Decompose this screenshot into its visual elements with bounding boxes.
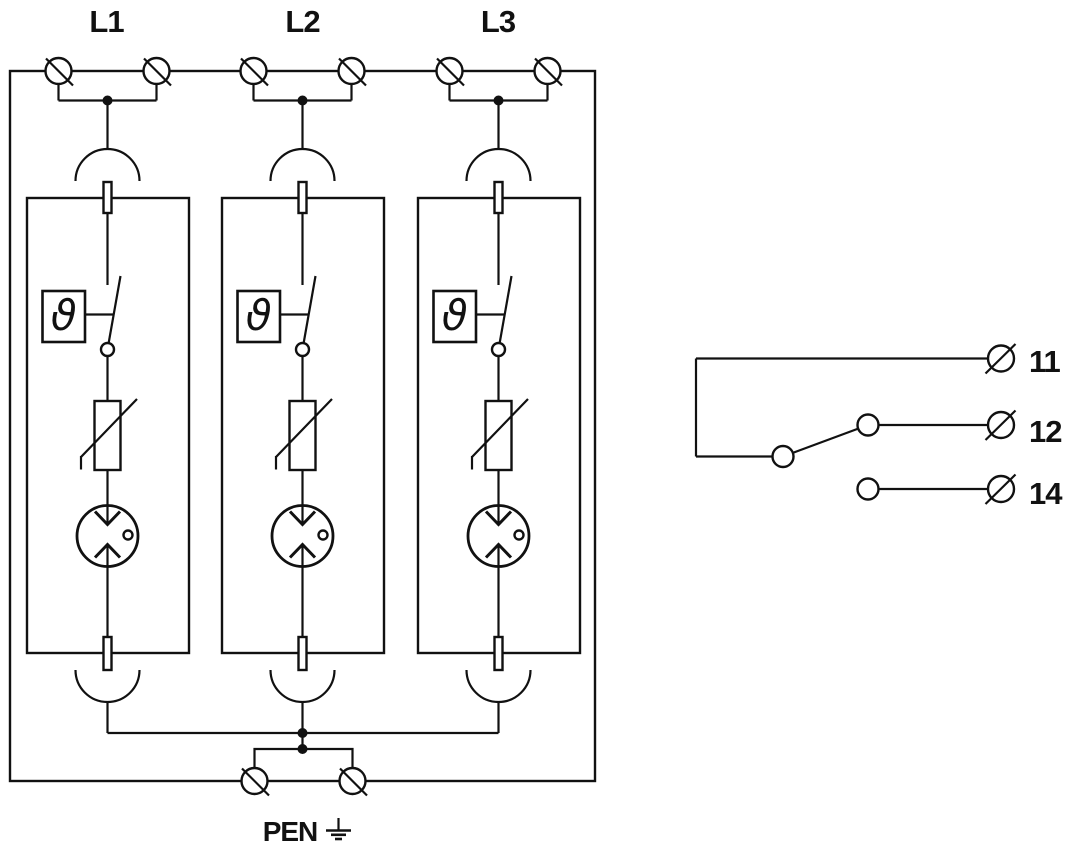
phase-module-l2 (222, 58, 384, 733)
remote-signalling-contact (694, 342, 1017, 506)
thermal-symbol-label: ϑ (246, 291, 272, 340)
phase-label-l1: L1 (89, 4, 124, 39)
pen-label: PEN (263, 816, 318, 847)
thermal-symbol-label: ϑ (51, 291, 77, 340)
terminal-11-icon (984, 342, 1017, 375)
thermal-symbol-label: ϑ (442, 291, 468, 340)
terminal-label-14: 14 (1029, 476, 1063, 511)
changeover-lever (782, 423, 869, 458)
terminal-label-11: 11 (1029, 344, 1061, 379)
earth-icon (326, 818, 351, 841)
contact-point-no (856, 477, 880, 501)
contact-point-nc (856, 413, 880, 437)
terminal-label-12: 12 (1029, 414, 1061, 449)
contact-pivot-point (771, 444, 795, 469)
phase-label-l3: L3 (481, 4, 516, 39)
phase-label-l2: L2 (285, 4, 319, 39)
phase-module-l3 (418, 58, 580, 733)
phase-module-l1 (27, 58, 189, 733)
terminal-12-icon (984, 409, 1017, 442)
pen-terminal-icon (240, 766, 271, 797)
device-enclosure-outline (8, 69, 597, 783)
pen-terminal-icon (338, 766, 369, 797)
terminal-14-icon (984, 473, 1017, 506)
pen-terminal-bracket-wire (253, 747, 354, 781)
